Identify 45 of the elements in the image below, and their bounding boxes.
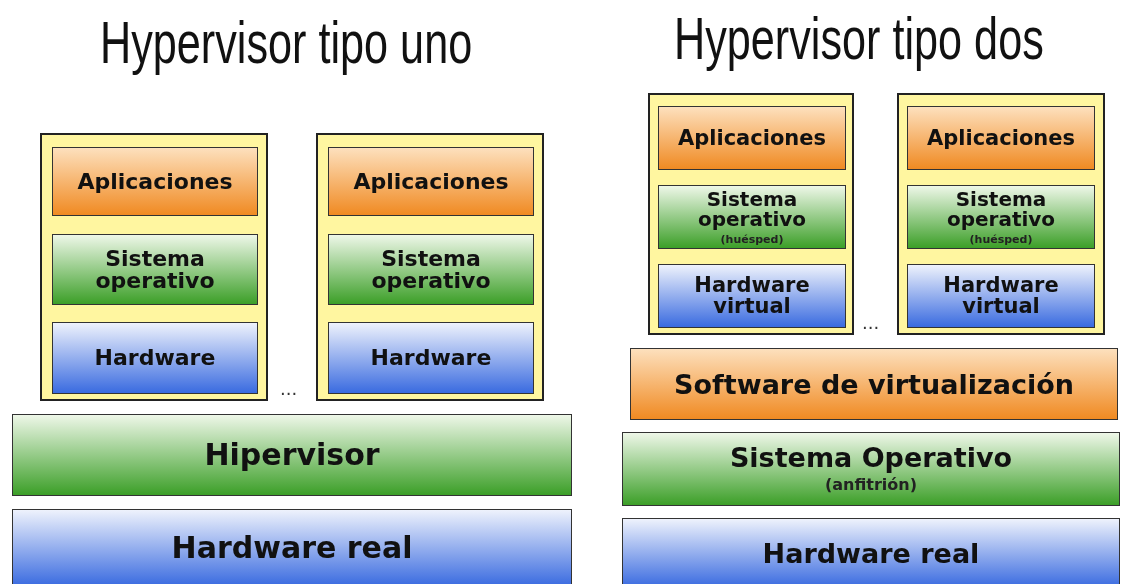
heading: Hypervisor tipo uno <box>100 8 473 77</box>
layer-note: (huésped) <box>969 232 1033 246</box>
ellipsis: ... <box>280 378 298 399</box>
layer-box <box>907 106 1095 170</box>
virtual-machine-frame <box>648 93 854 335</box>
layer-box <box>328 322 534 394</box>
layer-label: Hardware <box>370 347 492 369</box>
layer-box <box>328 147 534 216</box>
layer-label: Hardware <box>94 347 216 369</box>
layer-box <box>622 518 1120 584</box>
layer-box <box>907 185 1095 249</box>
layer-box <box>52 234 258 305</box>
virtual-machine-frame <box>316 133 544 401</box>
layer-box <box>52 322 258 394</box>
layer-box <box>328 234 534 305</box>
virtual-machine-frame <box>40 133 268 401</box>
layer-box <box>630 348 1118 420</box>
layer-label: Aplicaciones <box>677 127 827 149</box>
layer-label: Aplicaciones <box>77 170 233 193</box>
layer-label: Aplicaciones <box>926 127 1076 149</box>
layer-box <box>12 414 572 496</box>
layer-label: Hardware real <box>762 539 980 567</box>
layer-label: Hipervisor <box>204 440 380 470</box>
layer-label: Sistema operativo <box>94 247 216 292</box>
layer-label: Hardware virtual <box>942 275 1060 317</box>
layer-label: Hardware real <box>171 533 413 563</box>
layer-box <box>658 264 846 328</box>
layer-note: (huésped) <box>720 232 784 246</box>
layer-box <box>622 432 1120 506</box>
layer-label: Sistema Operativo <box>729 444 1013 471</box>
layer-note: (anfitrión) <box>824 475 918 494</box>
layer-label: Sistema operativo <box>370 247 492 292</box>
layer-label: Software de virtualización <box>674 370 1074 398</box>
heading: Hypervisor tipo dos <box>674 4 1044 73</box>
layer-label: Sistema operativo <box>696 188 808 229</box>
ellipsis: ... <box>862 312 880 333</box>
layer-box <box>907 264 1095 328</box>
layer-label: Sistema operativo <box>945 188 1057 229</box>
layer-label: Hardware virtual <box>693 275 811 317</box>
virtual-machine-frame <box>897 93 1105 335</box>
layer-box <box>12 509 572 584</box>
layer-box <box>658 106 846 170</box>
layer-label: Aplicaciones <box>353 170 509 193</box>
layer-box <box>52 147 258 216</box>
layer-box <box>658 185 846 249</box>
